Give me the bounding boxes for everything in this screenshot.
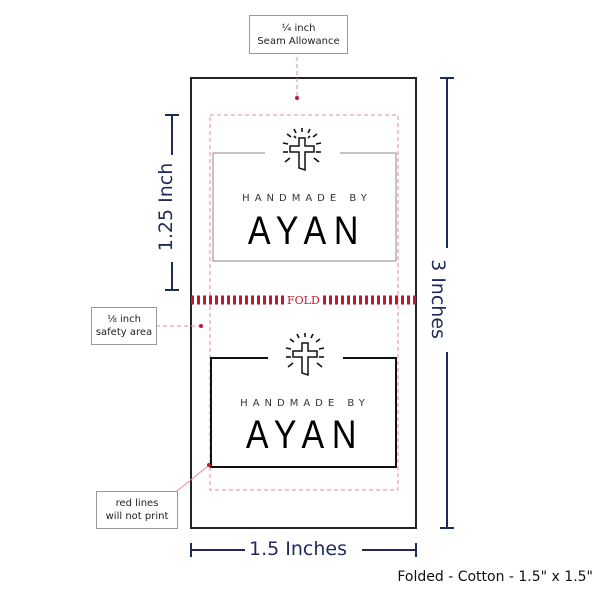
bottom-name: AYAN bbox=[245, 413, 365, 457]
cross-icon bbox=[282, 128, 322, 172]
print-note: red lines will not print bbox=[96, 491, 178, 529]
seam-note-line2: Seam Allowance bbox=[257, 35, 340, 47]
fold-label: FOLD bbox=[284, 294, 323, 307]
width-dimension bbox=[190, 543, 417, 557]
safety-note-line2: safety area bbox=[95, 327, 153, 338]
height-folded-label: 1.25 Inch bbox=[155, 162, 178, 252]
bottom-label-frame bbox=[210, 357, 397, 468]
caption: Folded - Cotton - 1.5" x 1.5" bbox=[397, 569, 593, 585]
height-total-label: 3 Inches bbox=[426, 259, 449, 339]
top-label-frame bbox=[212, 152, 397, 262]
print-note-line2: will not print bbox=[105, 511, 169, 522]
seam-leader bbox=[295, 57, 299, 100]
height-total-dimension bbox=[440, 77, 454, 529]
print-note-line1: red lines bbox=[115, 498, 159, 509]
width-label: 1.5 Inches bbox=[249, 538, 347, 560]
safety-note-line1: ⅛ inch bbox=[107, 314, 141, 325]
safety-area-note: ⅛ inch safety area bbox=[91, 307, 157, 345]
bottom-tagline: HANDMADE BY bbox=[240, 398, 370, 409]
seam-note-line1: ¼ inch bbox=[281, 22, 316, 34]
safety-leader bbox=[156, 324, 203, 328]
height-folded-dimension bbox=[165, 114, 179, 291]
top-tagline: HANDMADE BY bbox=[242, 193, 372, 204]
cross-icon bbox=[285, 333, 325, 377]
top-name: AYAN bbox=[247, 209, 367, 253]
print-leader bbox=[176, 463, 211, 492]
